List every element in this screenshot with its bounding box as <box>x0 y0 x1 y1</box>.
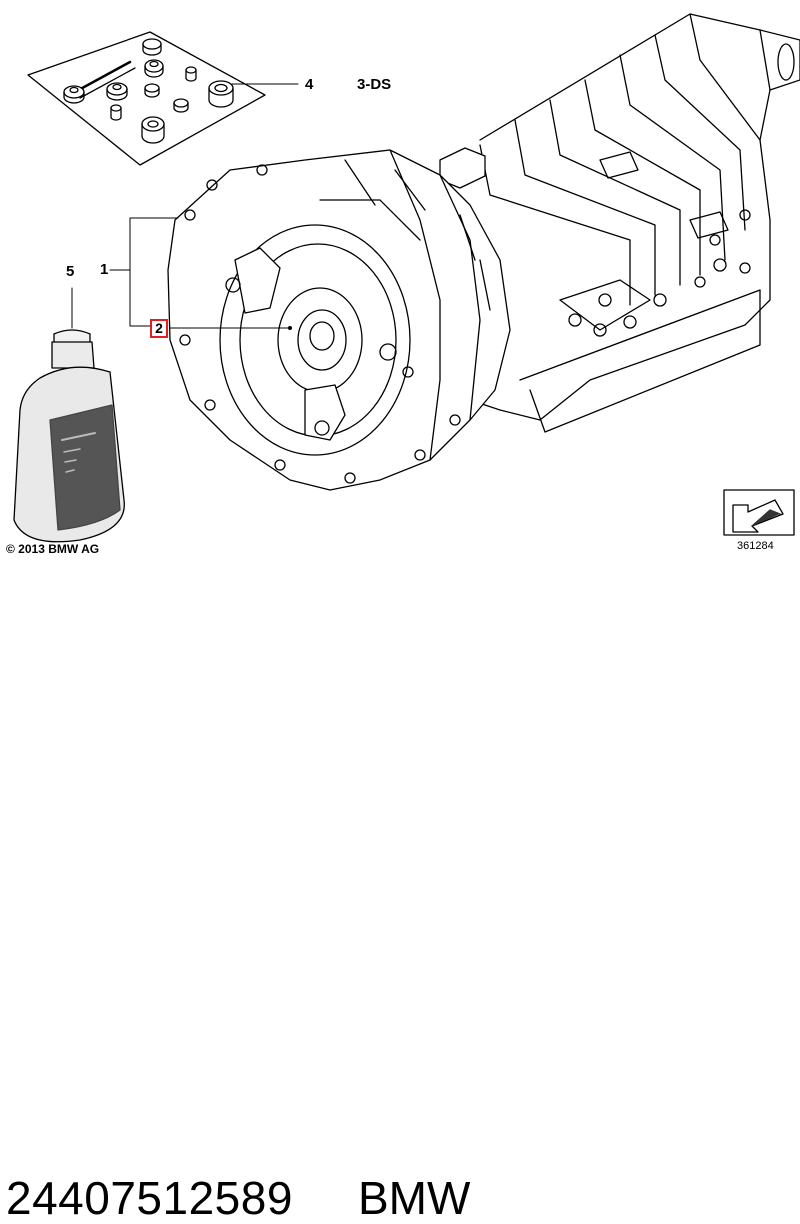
part-number: 24407512589 <box>6 1172 293 1224</box>
torque-converter <box>219 224 414 456</box>
brand-name: BMW <box>358 1172 471 1224</box>
diagram-number: 361284 <box>737 540 774 552</box>
callout-4: 4 <box>305 76 314 93</box>
part-footer: 24407512589 BMW <box>0 585 800 1223</box>
callout-2-highlighted[interactable]: 2 <box>150 319 168 338</box>
screw-kit-tray <box>27 31 266 166</box>
diagram-reference-box <box>723 489 795 536</box>
oil-bottle <box>13 287 125 543</box>
kit-label-3ds: 3-DS <box>357 76 392 93</box>
transmission-body <box>439 13 800 433</box>
copyright-text: © 2013 BMW AG <box>6 542 100 556</box>
parts-diagram: 4 3-DS 1 5 2 <box>0 0 800 560</box>
callout-5: 5 <box>66 263 75 280</box>
callout-1: 1 <box>100 261 109 278</box>
transmission-drawing <box>13 13 800 543</box>
